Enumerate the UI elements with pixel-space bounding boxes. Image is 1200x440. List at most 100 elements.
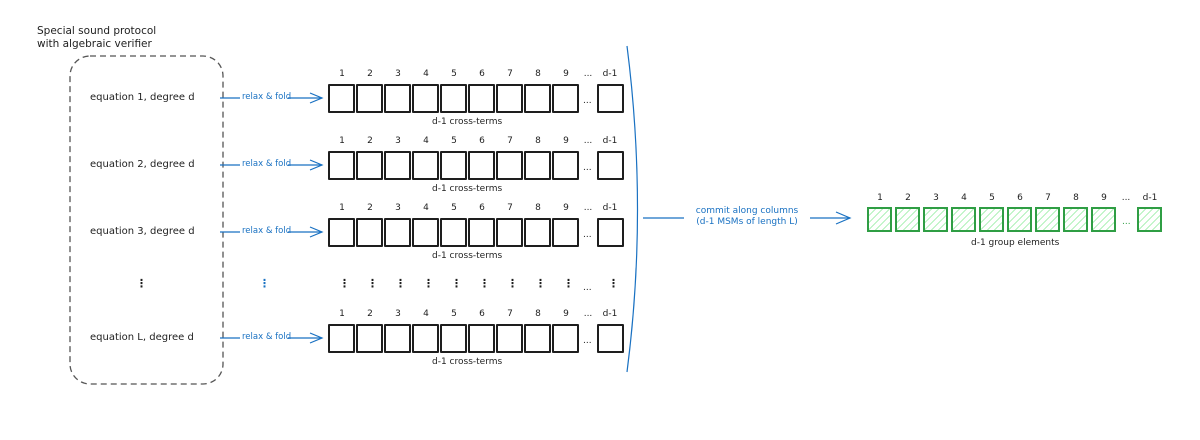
relax-fold-label-L: relax & fold (242, 332, 292, 342)
row-ellipsis: ... (583, 283, 592, 293)
col-label: 7 (1045, 193, 1051, 203)
cross-term-cell (384, 151, 411, 180)
cross-term-cell (440, 84, 467, 113)
col-label: 3 (933, 193, 939, 203)
col-label: d-1 (602, 69, 618, 79)
row-caption: d-1 cross-terms (432, 184, 503, 194)
cross-term-cell (356, 151, 383, 180)
group-element-cell (951, 207, 976, 232)
col-label: 2 (367, 136, 373, 146)
col-vdots: ⋮ (563, 277, 574, 290)
protocol-container (69, 55, 224, 385)
col-label: ... (583, 203, 593, 213)
cross-term-cell (412, 218, 439, 247)
group-element-cell (979, 207, 1004, 232)
col-label: 5 (451, 203, 457, 213)
col-label: 7 (507, 203, 513, 213)
col-vdots: ⋮ (395, 277, 406, 290)
row-ellipsis: ... (1122, 217, 1131, 227)
cross-term-cell (440, 324, 467, 353)
col-label: 6 (479, 309, 485, 319)
cross-term-cell (496, 218, 523, 247)
col-vdots: ⋮ (423, 277, 434, 290)
group-element-cell (867, 207, 892, 232)
col-label: 4 (423, 69, 429, 79)
group-element-cell (1063, 207, 1088, 232)
col-label: d-1 (602, 309, 618, 319)
relax-fold-label-3: relax & fold (242, 226, 292, 236)
col-label: 7 (507, 309, 513, 319)
col-label: 5 (451, 136, 457, 146)
cross-term-cell (468, 324, 495, 353)
commit-label: commit along columns (d-1 MSMs of length… (676, 206, 818, 228)
col-label: ... (583, 309, 593, 319)
row-caption: d-1 cross-terms (432, 251, 503, 261)
col-label: 8 (1073, 193, 1079, 203)
equation-3-label: equation 3, degree d (90, 226, 195, 237)
output-caption: d-1 group elements (971, 238, 1060, 248)
col-vdots: ⋮ (367, 277, 378, 290)
col-vdots: ⋮ (535, 277, 546, 290)
col-label: d-1 (1142, 193, 1158, 203)
col-label: 8 (535, 203, 541, 213)
cross-term-cell (384, 218, 411, 247)
col-label: 9 (563, 69, 569, 79)
cross-term-cell (468, 84, 495, 113)
row-ellipsis: ... (583, 96, 592, 106)
col-label: 1 (339, 69, 345, 79)
col-vdots: ⋮ (608, 277, 619, 290)
cross-term-cell (496, 324, 523, 353)
cross-term-cell (356, 218, 383, 247)
cross-term-cell (328, 84, 355, 113)
col-label: 1 (877, 193, 883, 203)
col-label: 7 (507, 136, 513, 146)
col-vdots: ⋮ (479, 277, 490, 290)
relax-fold-arrows (220, 45, 852, 373)
col-label: 5 (451, 309, 457, 319)
col-label: 2 (367, 69, 373, 79)
col-label: 6 (479, 69, 485, 79)
col-label: 4 (423, 309, 429, 319)
col-label: 2 (367, 203, 373, 213)
equation-L-label: equation L, degree d (90, 332, 194, 343)
cross-term-cell (496, 84, 523, 113)
cross-term-cell (440, 218, 467, 247)
cross-term-cell (524, 324, 551, 353)
equation-2-label: equation 2, degree d (90, 159, 195, 170)
col-label: 8 (535, 69, 541, 79)
col-label: 8 (535, 136, 541, 146)
col-label: 1 (339, 309, 345, 319)
cross-term-cell (412, 324, 439, 353)
col-vdots: ⋮ (339, 277, 350, 290)
relax-fold-label-2: relax & fold (242, 159, 292, 169)
row-ellipsis: ... (583, 336, 592, 346)
col-label: 3 (395, 203, 401, 213)
commit-line-2: (d-1 MSMs of length L) (696, 217, 798, 227)
group-element-cell (1091, 207, 1116, 232)
protocol-title: Special sound protocol with algebraic ve… (37, 25, 156, 51)
col-label: 9 (563, 309, 569, 319)
group-element-cell (1007, 207, 1032, 232)
cross-term-cell (552, 84, 579, 113)
col-label: 7 (507, 69, 513, 79)
cross-term-cell (356, 324, 383, 353)
col-label: 5 (451, 69, 457, 79)
arrow-vertical-ellipsis: ⋮ (259, 277, 270, 290)
equation-1-label: equation 1, degree d (90, 92, 195, 103)
row-ellipsis: ... (583, 163, 592, 173)
cross-term-cell (552, 218, 579, 247)
cross-term-cell (524, 151, 551, 180)
title-line-1: Special sound protocol (37, 25, 157, 37)
col-label: 2 (905, 193, 911, 203)
cross-term-cell (552, 324, 579, 353)
cross-term-cell (524, 84, 551, 113)
col-label: 9 (1101, 193, 1107, 203)
cross-term-cell (496, 151, 523, 180)
relax-fold-label-1: relax & fold (242, 92, 292, 102)
cross-term-cell (328, 218, 355, 247)
cross-term-cell (412, 151, 439, 180)
col-label: 3 (395, 136, 401, 146)
cross-term-cell (597, 218, 624, 247)
col-label: 4 (423, 203, 429, 213)
col-label: ... (583, 69, 593, 79)
